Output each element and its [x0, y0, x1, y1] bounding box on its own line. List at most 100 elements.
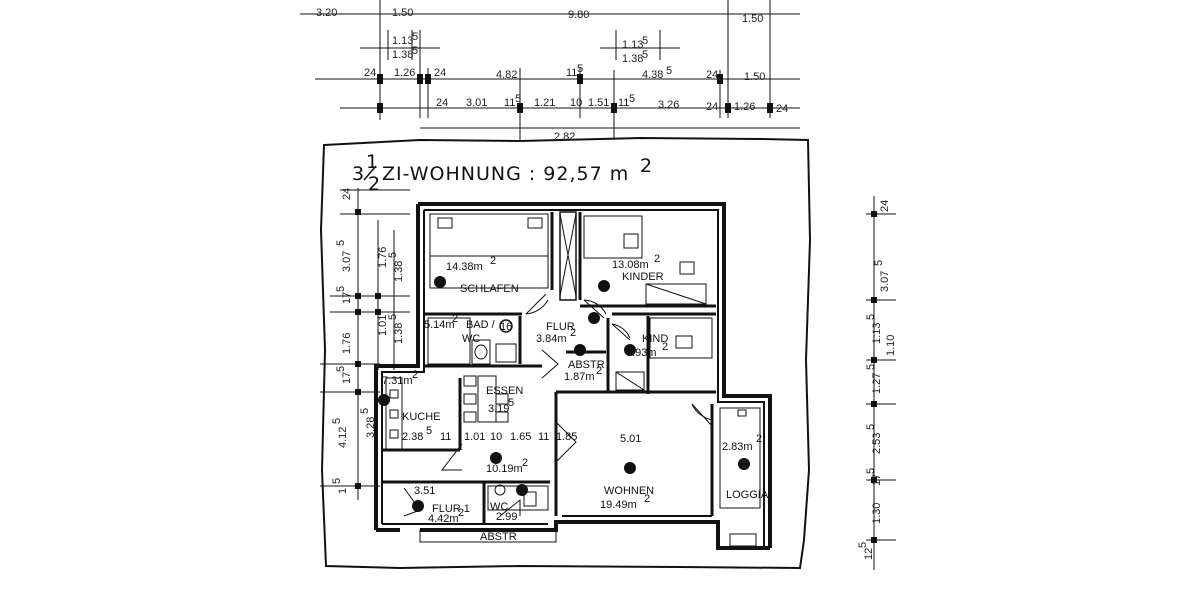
dim-top-6: 1.38	[392, 49, 413, 61]
dim-right-9: 12	[863, 548, 875, 560]
dim-top-11: 24	[434, 67, 446, 79]
dim-top-15: 24	[706, 69, 718, 81]
dim-top-22: 1.51	[588, 97, 609, 109]
essen-dim: 3.19	[488, 403, 509, 415]
dim-right-3: 1.13	[871, 323, 883, 344]
wohnen-name: WOHNEN	[604, 485, 654, 497]
dim-top-13: 11	[566, 67, 577, 79]
kuche-name: KUCHE	[402, 411, 441, 423]
dim-inner-7: 1.85	[556, 431, 577, 443]
dim-top-17: 24	[436, 97, 448, 109]
dim-left-8: 1.76	[341, 333, 353, 354]
dim-top-9: 24	[364, 67, 376, 79]
dim-left-5s: 5	[335, 286, 347, 292]
marker-kuche	[378, 394, 390, 406]
walls	[374, 202, 772, 550]
dim-top-27: 24	[776, 103, 788, 115]
dim-top-24: 3.26	[658, 99, 679, 111]
wohnen-area-sup: 2	[644, 493, 650, 505]
dim-right-2: 3.07	[879, 271, 891, 292]
dim-left-1: 24	[341, 188, 353, 200]
dim-top-25: 24	[706, 101, 718, 113]
title-superscript: 2	[640, 155, 653, 177]
dim-top-20: 1.21	[534, 97, 555, 109]
dim-top-8s: 5	[642, 49, 648, 61]
dim-left-2s: 5	[335, 240, 347, 246]
kinder-name: KINDER	[622, 271, 664, 283]
dim-left-12: 1	[337, 488, 349, 494]
bad-number: 16	[500, 321, 512, 333]
dim-left-11: 4.12	[337, 427, 349, 448]
right-dimension-ticks	[871, 211, 877, 543]
essen-dim-sup: 5	[508, 397, 514, 409]
dim-top-12: 4.82	[496, 69, 517, 81]
flur-area: 3.84m	[536, 333, 567, 345]
title-number: 3	[352, 163, 365, 185]
dim-right-3s: 5	[865, 314, 877, 320]
title-fraction-bottom: 2	[368, 173, 381, 195]
kuche-area-sup: 2	[412, 369, 418, 381]
kind-area-sup: 2	[662, 341, 668, 353]
dim-right-7: 17	[871, 474, 883, 486]
dim-left-5: 17	[341, 292, 353, 304]
dim-right-1: 24	[879, 200, 891, 212]
left-dimension-text: 24 3.07 5 1.76 1.38 5 17 5 1.01 1.38 5 1…	[331, 188, 405, 494]
dim-inner-1: 2.38	[402, 431, 423, 443]
dim-right-4: 1.10	[885, 335, 897, 356]
dim-right-5s: 5	[865, 364, 877, 370]
apartment-title: 3 1 2 ZI-WOHNUNG : 92,57 m 2	[352, 151, 653, 195]
paper-outline	[319, 136, 812, 570]
bad-area-sup: 2	[452, 313, 458, 325]
dim-left-10s: 5	[359, 408, 371, 414]
dim-top-14: 4.38	[642, 69, 663, 81]
dim-top-5: 1.13	[392, 35, 413, 47]
flur1-area: 4.42m	[428, 513, 459, 525]
title-text: ZI-WOHNUNG : 92,57 m	[382, 163, 629, 185]
dim-top-7: 1.13	[622, 39, 643, 51]
schlafen-area-sup: 2	[490, 255, 496, 267]
dim-top-5s: 5	[412, 31, 418, 43]
dim-left-7s: 5	[387, 314, 399, 320]
dim-left-2: 3.07	[341, 251, 353, 272]
marker-flur	[588, 312, 600, 324]
dim-top-28: 2.82	[554, 131, 575, 143]
dim-right-6: 2.53	[871, 433, 883, 454]
wohnen-area: 19.49m	[600, 499, 637, 511]
dim-top-19s: 5	[515, 93, 521, 105]
abstr-area-sup: 2	[596, 365, 602, 377]
flur1-area-sup: 2	[458, 507, 464, 519]
dim-top-2: 1.50	[392, 7, 413, 19]
dim-inner-3: 1.01	[464, 431, 485, 443]
dim-top-3: 9.80	[568, 9, 589, 21]
dim-inner-4: 10	[490, 431, 502, 443]
dim-top-19: 11	[504, 97, 515, 109]
right-dimension-text: 24 3.07 5 1.13 5 1.10 1.27 5 2.53 5 17 5…	[857, 200, 897, 560]
dim-inner-6: 11	[538, 431, 549, 443]
dim-inner-5: 1.65	[510, 431, 531, 443]
dim-top-4: 1.50	[742, 13, 763, 25]
wc-dim: 2.99	[496, 511, 517, 523]
flur-name: FLUR	[546, 321, 575, 333]
loggia-area-sup: 2	[756, 433, 762, 445]
schlafen-area: 14.38m	[446, 261, 483, 273]
top-dimension-text: 3.20 1.50 9.80 1.50 1.13 5 1.38 5 1.13 5…	[316, 7, 788, 143]
essen-area-sup: 2	[522, 457, 528, 469]
dim-inner-2: 11	[440, 431, 451, 443]
abstr2-name: ABSTR	[480, 531, 517, 543]
dim-top-14s: 5	[666, 65, 672, 77]
marker-schlafen	[434, 276, 446, 288]
marker-wohnen	[624, 462, 636, 474]
dim-top-10: 1.26	[394, 67, 415, 79]
dim-right-6s: 5	[865, 424, 877, 430]
bad-wc: WC	[462, 333, 480, 345]
bad-name: BAD /	[466, 319, 496, 331]
dim-left-9: 17	[341, 372, 353, 384]
dim-top-8: 1.38	[622, 53, 643, 65]
dim-top-16: 1.50	[744, 71, 765, 83]
dim-right-5: 1.27	[871, 373, 883, 394]
dim-left-6: 1.01	[377, 315, 389, 336]
dim-left-4: 1.38	[393, 261, 405, 282]
dim-inner-1s: 5	[426, 425, 432, 437]
loggia-area: 2.83m	[722, 441, 753, 453]
